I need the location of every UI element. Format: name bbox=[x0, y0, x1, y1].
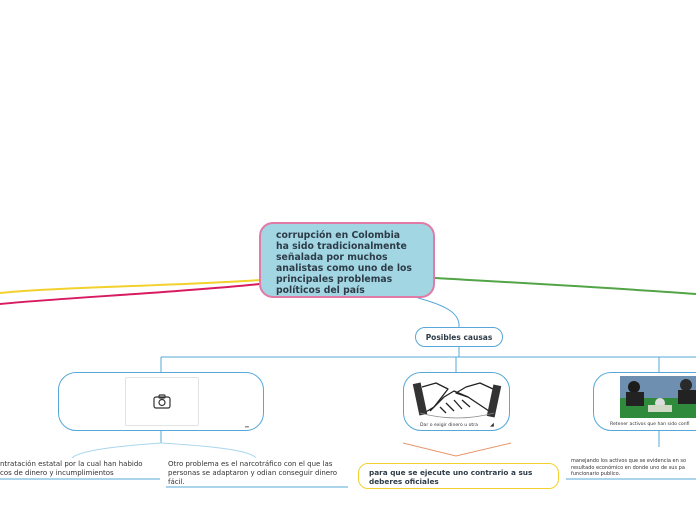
leaf-left-text[interactable]: ntratación estatal por la cual han habid… bbox=[0, 460, 143, 477]
card1-to-left bbox=[71, 442, 162, 459]
leaf-middle-text[interactable]: Otro problema es el narcotráfico con el … bbox=[168, 460, 338, 486]
magenta-branch bbox=[0, 283, 261, 305]
resize-mark-icon[interactable]: ▁ bbox=[245, 422, 249, 428]
card2-to-highlight bbox=[402, 442, 512, 457]
central-to-causes bbox=[417, 297, 460, 328]
yellow-branch bbox=[0, 279, 261, 294]
card1-to-middle bbox=[160, 442, 257, 459]
image-card-money[interactable]: Retener activos que han sido confi bbox=[593, 372, 696, 431]
central-topic[interactable]: corrupción en Colombia ha sido tradicion… bbox=[259, 222, 435, 298]
causes-topic[interactable]: Posibles causas bbox=[415, 327, 503, 347]
corner-mark-icon[interactable]: ◢ bbox=[490, 422, 494, 428]
image-card-empty[interactable]: ▁ bbox=[58, 372, 264, 431]
image-placeholder bbox=[125, 377, 199, 426]
highlight-topic[interactable]: para que se ejecute uno contrario a sus … bbox=[358, 463, 559, 489]
causes-label: Posibles causas bbox=[425, 332, 493, 342]
leaf-right-text[interactable]: manejando los activos que se evidencia e… bbox=[571, 458, 687, 478]
image-card-handshake[interactable]: Dar o exigir dinero u otra ◢ bbox=[403, 372, 510, 431]
camera-icon bbox=[153, 394, 171, 409]
card-caption: Retener activos que han sido confi bbox=[610, 422, 690, 427]
money-table-icon bbox=[620, 376, 696, 418]
green-branch bbox=[434, 277, 696, 295]
handshake-icon bbox=[412, 382, 502, 419]
card-caption: Dar o exigir dinero u otra bbox=[420, 423, 478, 428]
